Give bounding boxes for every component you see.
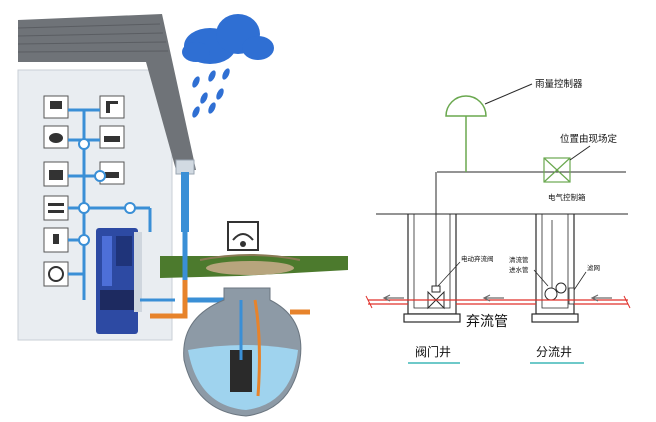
- ground-section: [160, 254, 348, 278]
- diversion-well-diagram: 雨量控制器 位置由现场定 电气控制箱 电动弃流阀: [365, 78, 631, 364]
- label-rain-controller: 雨量控制器: [535, 78, 583, 90]
- label-site-position: 位置由现场定: [560, 133, 618, 145]
- filter-box-icon: [227, 221, 259, 251]
- house-illustration: [17, 14, 348, 417]
- diversion-pipe-line: [368, 299, 628, 305]
- label-inlet-pipe: 进水管: [509, 265, 529, 274]
- pipe-valves: [78, 138, 136, 246]
- washing-machine-icon: [43, 261, 69, 287]
- red-pipe-breaks: [365, 295, 631, 309]
- diversion-well: [531, 214, 579, 323]
- rainwater-tank: [183, 287, 302, 417]
- shower-icon: [99, 95, 125, 119]
- cloud-icon: [182, 14, 274, 64]
- pump-station: [96, 228, 142, 334]
- flow-arrows: [382, 294, 612, 302]
- rain-controller-symbol: [445, 95, 487, 117]
- appliance-icons-right: [99, 95, 125, 185]
- rain-drops-icon: [192, 68, 230, 118]
- electric-control-box: [543, 157, 571, 183]
- house-roof: [18, 14, 196, 170]
- label-diversion-pipe: 弃流管: [466, 314, 508, 330]
- roof-tiles: [17, 23, 169, 53]
- label-diversion-well: 分流井: [536, 345, 572, 359]
- outdoor-pipes: [140, 232, 310, 319]
- label-electric-valve: 电动弃流阀: [461, 254, 494, 263]
- electric-valve-symbol: [427, 285, 445, 310]
- filter-mesh-symbol: [568, 287, 575, 305]
- appliance-icons-left: [43, 95, 69, 287]
- label-clean-pipe: 清流管: [509, 255, 529, 264]
- label-valve-well: 阀门井: [415, 344, 451, 359]
- gutter-downpipe: [175, 159, 195, 175]
- kitchen-icon: [43, 195, 69, 221]
- label-filter-mesh: 滤网: [587, 263, 600, 272]
- pipe-circles: [544, 282, 567, 301]
- label-electric-box: 电气控制箱: [548, 192, 586, 202]
- valve-well: [403, 172, 461, 323]
